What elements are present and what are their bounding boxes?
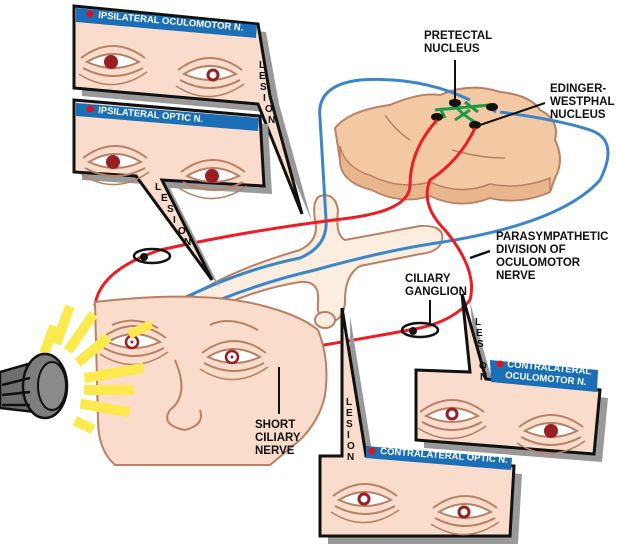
ciliary-ganglion-right xyxy=(400,321,440,339)
edinger-westphal-dot-left xyxy=(431,113,443,121)
svg-text:EDINGER-: EDINGER- xyxy=(550,83,606,95)
pupil-dilated xyxy=(106,155,120,169)
svg-text:PRETECTAL: PRETECTAL xyxy=(424,30,492,42)
light-beams xyxy=(39,304,154,434)
svg-text:DIVISION OF: DIVISION OF xyxy=(496,244,566,256)
edinger-westphal-dot-right xyxy=(469,121,481,129)
ciliary-ganglion-left xyxy=(132,247,172,265)
afferent-fiber-upper xyxy=(175,77,471,304)
label-parasympathetic-division: PARASYMPATHETIC DIVISION OF OCULOMOTOR N… xyxy=(469,231,608,282)
pupil-dilated xyxy=(104,55,118,69)
svg-text:CILIARY: CILIARY xyxy=(255,432,301,444)
svg-text:WESTPHAL: WESTPHAL xyxy=(550,96,615,108)
midbrain-section xyxy=(333,86,561,205)
label-short-ciliary-nerve: SHORT CILIARY NERVE xyxy=(255,367,301,457)
label-ciliary-ganglion: CILIARY GANGLION xyxy=(405,273,467,323)
svg-text:SHORT: SHORT xyxy=(255,419,295,431)
pretectal-nucleus-dot xyxy=(449,99,461,107)
afferent-fiber-lower xyxy=(185,110,610,316)
flashlight-icon xyxy=(0,352,69,420)
svg-text:NUCLEUS: NUCLEUS xyxy=(550,109,606,121)
svg-text:NERVE: NERVE xyxy=(255,445,295,457)
svg-text:OCULOMOTOR: OCULOMOTOR xyxy=(496,257,581,269)
pretectal-nucleus-dot-right xyxy=(486,103,498,111)
svg-text:NUCLEUS: NUCLEUS xyxy=(424,43,480,55)
patient-face xyxy=(93,295,328,466)
label-edinger-westphal-nucleus: EDINGER- WESTPHAL NUCLEUS xyxy=(479,83,615,126)
svg-text:GANGLION: GANGLION xyxy=(405,286,467,298)
pupil-constricted xyxy=(206,68,220,82)
pupil-constricted xyxy=(457,505,471,519)
svg-text:CILIARY: CILIARY xyxy=(405,273,451,285)
nucleus-dots xyxy=(431,99,498,129)
pupil-constricted xyxy=(445,407,459,421)
label-pretectal-nucleus: PRETECTAL NUCLEUS xyxy=(424,30,492,100)
svg-text:PARASYMPATHETIC: PARASYMPATHETIC xyxy=(496,231,608,243)
pupil-dilated xyxy=(544,424,558,438)
pupil-constricted xyxy=(357,492,371,506)
svg-text:NERVE: NERVE xyxy=(496,270,536,282)
pupil-dilated xyxy=(205,169,219,183)
